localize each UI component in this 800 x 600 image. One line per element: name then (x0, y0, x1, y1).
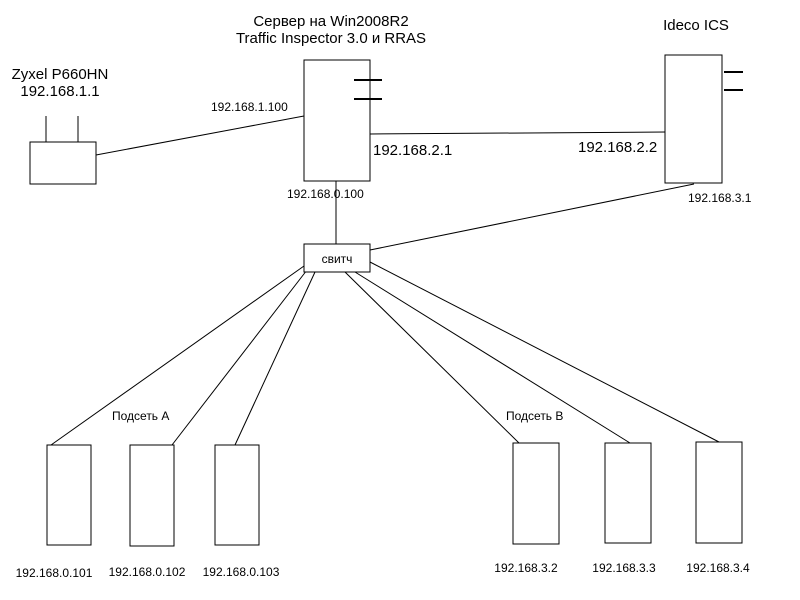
host-a1-ip: 192.168.0.101 (16, 566, 93, 580)
subnet-a-label: Подсеть А (112, 409, 169, 423)
host-b1-box (512, 442, 560, 545)
host-a3-box (214, 444, 260, 546)
host-a2-ip: 192.168.0.102 (109, 565, 186, 579)
link-switch-host-a1 (50, 265, 305, 446)
router-name: Zyxel P660HN (12, 66, 109, 83)
subnet-b-label: Подсеть B (506, 409, 563, 423)
host-b3-ip: 192.168.3.4 (686, 561, 750, 575)
router-ip: 192.168.1.1 (20, 83, 99, 100)
server-ip-right: 192.168.2.1 (373, 142, 452, 159)
server-ip-bottom: 192.168.0.100 (287, 187, 364, 201)
host-a1-box (46, 444, 92, 546)
switch: свитч (303, 243, 371, 273)
subnet-a: Подсеть А 192.168.0.101 192.168.0.102 19… (16, 409, 280, 580)
server-title-line1: Сервер на Win2008R2 (253, 13, 408, 30)
ideco: Ideco ICS 192.168.2.2 192.168.3.1 (578, 17, 752, 205)
host-a2-box (129, 444, 175, 547)
switch-box (303, 243, 371, 273)
connections (50, 115, 720, 446)
link-switch-host-b1 (344, 271, 520, 444)
link-server-ideco (369, 131, 667, 135)
host-b2-ip: 192.168.3.3 (592, 561, 656, 575)
link-router-server (95, 115, 305, 156)
host-b2-box (604, 442, 652, 544)
server-title-line2: Traffic Inspector 3.0 и RRAS (236, 30, 426, 47)
subnet-b: Подсеть B 192.168.3.2 192.168.3.3 192.16… (494, 409, 750, 575)
link-switch-host-a3 (234, 271, 316, 446)
server: Сервер на Win2008R2 Traffic Inspector 3.… (211, 13, 452, 201)
server-ip-left: 192.168.1.100 (211, 100, 288, 114)
host-b3-box (695, 441, 743, 544)
ideco-name: Ideco ICS (663, 17, 729, 34)
ideco-ip-left: 192.168.2.2 (578, 139, 657, 156)
ideco-ip-bottom: 192.168.3.1 (688, 191, 752, 205)
link-ideco-switch (369, 183, 695, 251)
router: Zyxel P660HN 192.168.1.1 (12, 66, 109, 185)
ideco-box (664, 54, 723, 184)
switch-label: свитч (322, 252, 353, 266)
link-switch-host-a2 (171, 269, 308, 446)
host-a3-ip: 192.168.0.103 (203, 565, 280, 579)
link-switch-host-b2 (354, 271, 631, 444)
link-switch-host-b3 (369, 261, 720, 443)
host-b1-ip: 192.168.3.2 (494, 561, 558, 575)
server-box (303, 59, 371, 182)
router-box (29, 141, 97, 185)
